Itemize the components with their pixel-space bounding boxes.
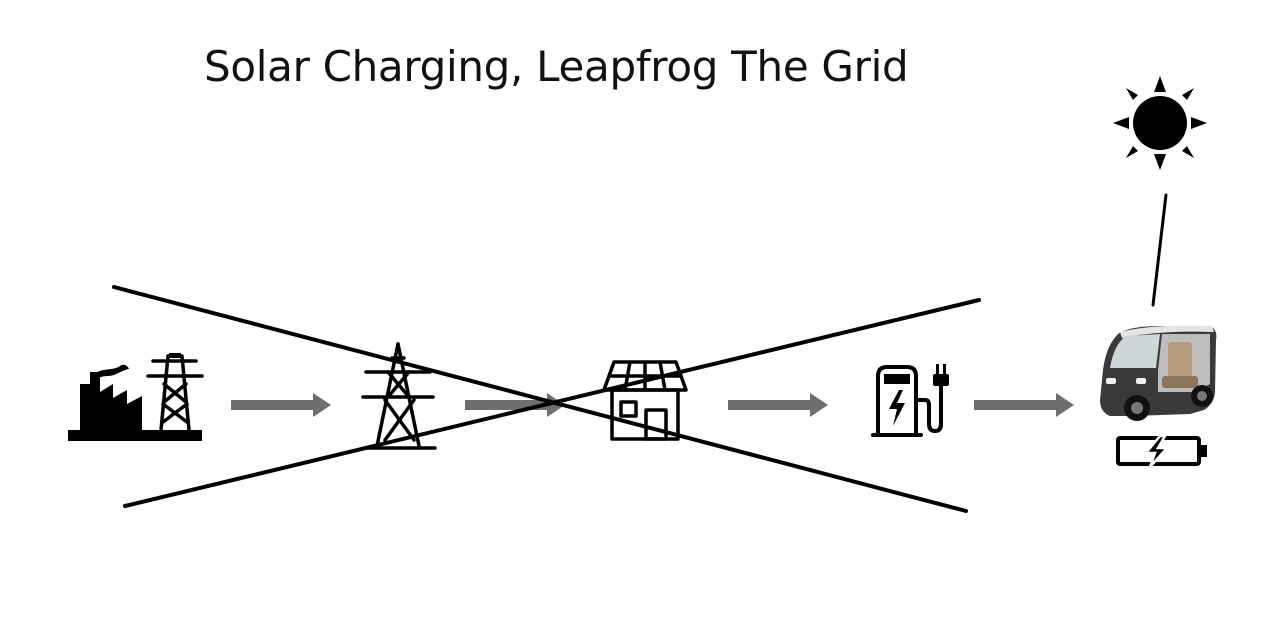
factory-icon [68,353,204,441]
cross-out-line-ascending [123,298,981,508]
slide-title: Solar Charging, Leapfrog The Grid [204,42,909,91]
sun-icon [1113,76,1207,170]
cross-out-line-descending [112,285,968,513]
flow-arrow-3 [728,393,828,417]
charging-battery-icon [1116,434,1207,468]
sun-to-car-line [1151,193,1168,307]
ev-charger-icon [871,364,949,437]
electric-car-icon [1100,325,1217,421]
flow-arrow-1 [231,393,331,417]
flow-arrow-4 [974,393,1074,417]
